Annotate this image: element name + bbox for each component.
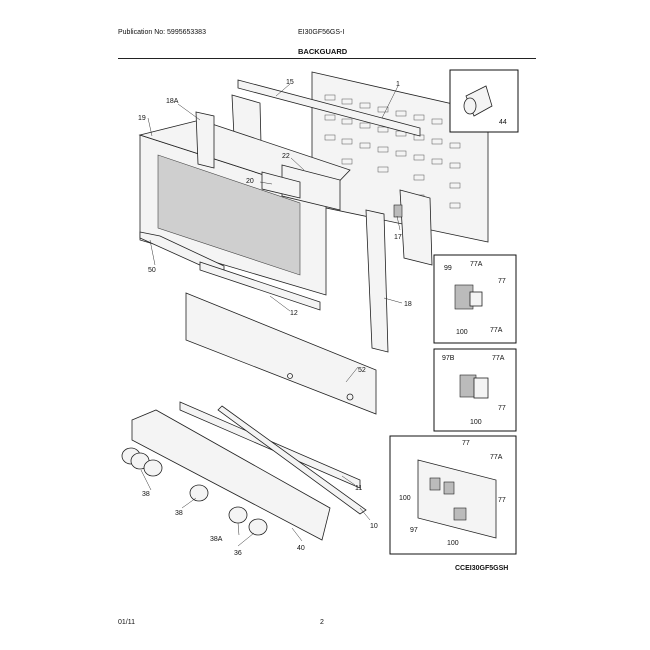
callout-labels: 1 15 18A 19 22 20 17 50 12 18 52 11 10 4… [138, 79, 507, 557]
callout-11: 11 [355, 485, 362, 492]
bracket-18a [195, 111, 215, 169]
inset-knob-44 [449, 69, 519, 133]
callout-44: 44 [499, 119, 507, 126]
callout-b1-77: 77 [498, 278, 506, 285]
section-title: BACKGUARD [298, 47, 348, 56]
knob-38a [228, 506, 248, 524]
inset-control-board [389, 435, 517, 555]
clip-17 [393, 204, 403, 218]
callout-b3-97: 97 [410, 527, 418, 534]
callout-b3-100-left: 100 [399, 495, 411, 502]
trim-strip-12 [199, 261, 321, 311]
callout-18: 18 [404, 301, 412, 308]
callout-b1-99: 99 [444, 265, 452, 272]
callout-15: 15 [286, 79, 294, 86]
callout-52: 52 [358, 367, 366, 374]
callout-b1-100: 100 [456, 329, 468, 336]
callout-17: 17 [394, 234, 402, 241]
model-number: EI30GF56GS-I [298, 29, 345, 36]
callout-38-mid: 38 [175, 510, 183, 517]
callout-12: 12 [290, 310, 298, 317]
callout-50: 50 [148, 267, 156, 274]
knob-36 [248, 518, 268, 536]
knob-38-middle [189, 484, 209, 502]
footer-date: 01/11 [118, 619, 135, 626]
callout-b1-77a-top: 77A [470, 261, 483, 268]
header-rule [118, 58, 536, 59]
control-panel-40 [131, 409, 331, 541]
trim-strip-10 [217, 405, 367, 515]
side-bracket-right [399, 189, 433, 266]
callout-b3-77-right: 77 [498, 497, 506, 504]
figure-code: CCEI30GF5GSH [455, 565, 509, 572]
knob-38-left [121, 447, 163, 477]
callout-40: 40 [297, 545, 305, 552]
callout-36: 36 [234, 550, 242, 557]
mounting-panel-52 [185, 292, 377, 415]
callout-b1-77a-bot: 77A [490, 327, 503, 334]
callout-20: 20 [246, 178, 254, 185]
callout-b3-77-top: 77 [462, 440, 470, 447]
bracket-18 [365, 209, 389, 353]
publication-number: Publication No: 5995653383 [118, 29, 206, 36]
leader-lines [140, 83, 403, 547]
callout-b2-100: 100 [470, 419, 482, 426]
callout-b2-97b: 97B [442, 355, 455, 362]
callout-b3-100-bot: 100 [447, 540, 459, 547]
callout-b2-77a: 77A [492, 355, 505, 362]
callout-10: 10 [370, 523, 378, 530]
callout-38a: 38A [210, 536, 223, 543]
callout-18a: 18A [166, 98, 179, 105]
callout-b2-77: 77 [498, 405, 506, 412]
callout-1: 1 [396, 81, 400, 88]
display-lens-20 [261, 171, 301, 199]
page-number: 2 [320, 619, 324, 626]
callout-b3-77a: 77A [490, 454, 503, 461]
top-trim [237, 79, 421, 137]
inset-switch-box-1 [433, 254, 517, 344]
inset-switch-box-2 [433, 348, 517, 432]
callout-19: 19 [138, 115, 146, 122]
callout-38-left: 38 [142, 491, 150, 498]
callout-22: 22 [282, 153, 290, 160]
